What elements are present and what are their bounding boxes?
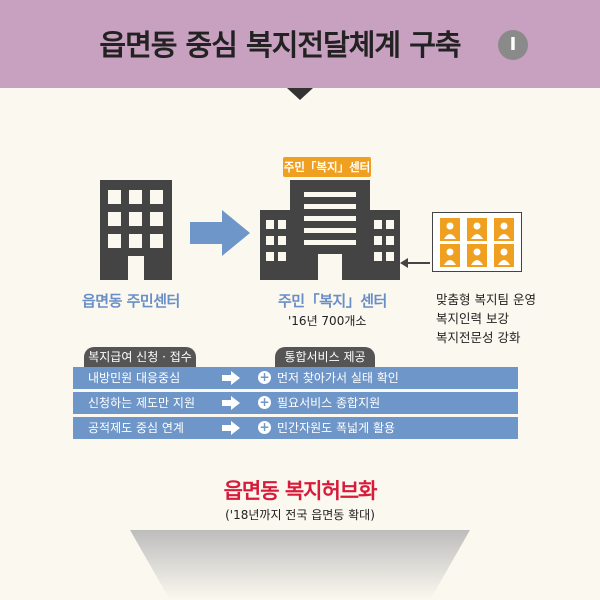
section-number-badge: Ⅰ xyxy=(498,30,528,60)
team-panel-icon xyxy=(432,212,522,272)
right-column-header: 통합서비스 제공 xyxy=(275,347,375,367)
left-building-label: 읍면동 주민센터 xyxy=(82,292,180,310)
row-left-text: 내방민원 대응중심 xyxy=(88,371,181,385)
row-right-text: 민간자원도 폭넓게 활용 xyxy=(277,421,396,435)
side-arrow-icon xyxy=(400,258,430,268)
center-building-label: 주민「복지」센터 xyxy=(278,292,387,310)
bottom-shadow xyxy=(130,530,470,600)
transition-arrow xyxy=(190,210,250,256)
header-pointer xyxy=(287,88,313,100)
side-list-item: 복지전문성 강화 xyxy=(436,330,521,345)
plus-icon: + xyxy=(258,395,271,409)
center-building-icon xyxy=(260,180,400,280)
row-arrow-icon xyxy=(222,396,240,410)
row-arrow-icon xyxy=(222,371,240,385)
row-left-text: 공적제도 중심 연계 xyxy=(88,421,184,435)
side-list-item: 맞춤형 복지팀 운영 xyxy=(436,292,536,307)
table-row xyxy=(73,392,518,414)
center-badge: 주민「복지」센터 xyxy=(283,157,371,177)
row-left-text: 신청하는 제도만 지원 xyxy=(88,396,195,410)
row-right-text: 필요서비스 종합지원 xyxy=(277,396,381,410)
left-column-header: 복지급여 신청 · 접수 xyxy=(84,347,196,367)
page-title: 읍면동 중심 복지전달체계 구축 xyxy=(99,28,461,62)
side-list-item: 복지인력 보강 xyxy=(436,311,509,326)
left-building-icon xyxy=(100,180,172,280)
side-list: 맞춤형 복지팀 운영 복지인력 보강 복지전문성 강화 xyxy=(436,290,536,347)
plus-icon: + xyxy=(258,370,271,384)
row-right-text: 먼저 찾아가서 실태 확인 xyxy=(277,371,399,385)
center-building-sub: '16년 700개소 xyxy=(288,314,367,328)
hub-subtitle: ('18년까지 전국 읍면동 확대) xyxy=(225,508,375,522)
row-arrow-icon xyxy=(222,421,240,435)
hub-title: 읍면동 복지허브화 xyxy=(223,479,378,503)
table-row xyxy=(73,417,518,439)
table-row xyxy=(73,367,518,389)
plus-icon: + xyxy=(258,420,271,434)
